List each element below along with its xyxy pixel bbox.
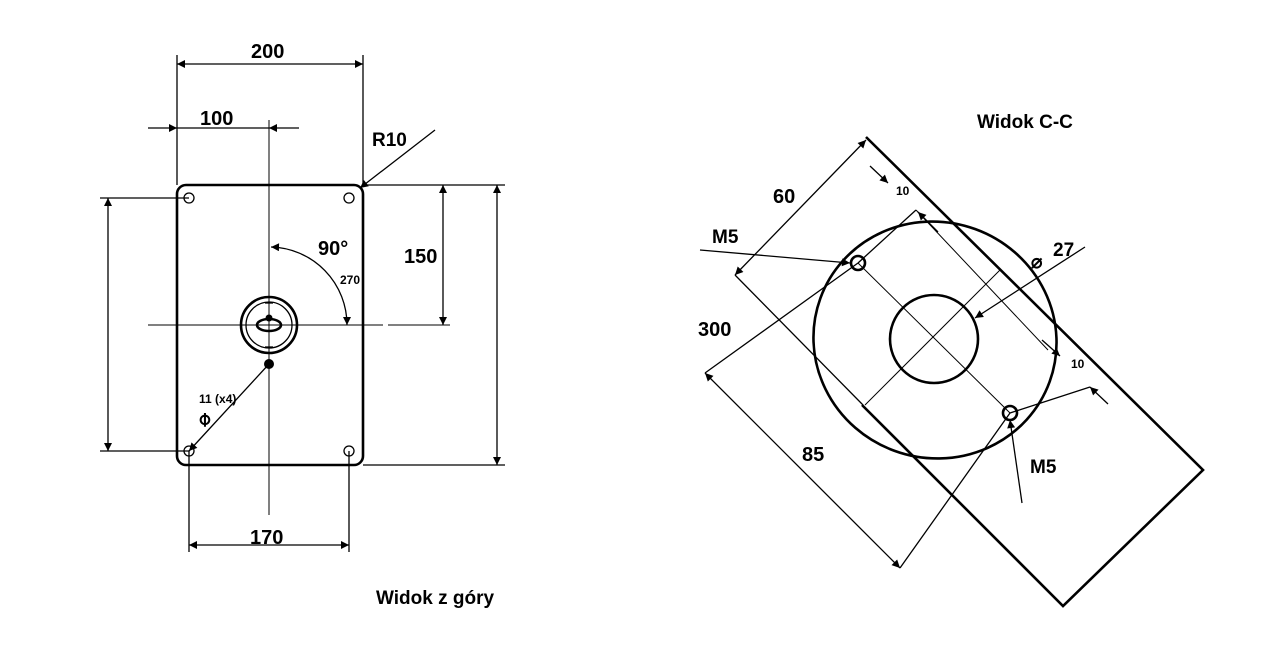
angle-arc (270, 243, 351, 326)
dia27-label: 27 (1053, 240, 1074, 261)
angle-270-label: 270 (340, 273, 360, 287)
hole-leader (188, 363, 270, 452)
section-inner-circle (888, 293, 980, 385)
m5-top-leader (699, 249, 851, 267)
ext-10-right (1009, 386, 1091, 414)
dia27-symbol: ⌀ (1031, 252, 1043, 273)
dim-line-10-right-b (1089, 386, 1109, 405)
dim-line-10-top-a (869, 165, 889, 184)
dim-10-top-label: 10 (896, 184, 910, 198)
boss-outer (239, 295, 299, 355)
dim-170-label: 170 (250, 527, 283, 549)
dia27-leader (974, 246, 1086, 319)
dim-60-label: 60 (773, 186, 795, 208)
dim-line-60 (734, 139, 867, 276)
dim-line-10-right-a (1041, 339, 1061, 357)
top-view: 200 100 R10 150 90° 270 (100, 41, 505, 609)
dim-150-label: 150 (404, 246, 437, 268)
ext-10-top (857, 209, 917, 264)
dim-line-85 (704, 372, 901, 569)
ext-85-a (704, 262, 859, 374)
section-axis-3 (857, 262, 1011, 414)
section-axis-1 (915, 209, 1049, 351)
section-view-title: Widok C-C (977, 112, 1073, 133)
r10-leader (359, 129, 436, 189)
hole-label: 11 (x4) (199, 392, 236, 406)
boss-inner (245, 301, 293, 349)
section-view: Widok C-C M5 M5 ⌀ 27 60 10 (698, 112, 1205, 608)
m5-bottom-leader (1007, 419, 1023, 504)
hole-diameter-symbol: ⌀ (193, 407, 216, 430)
ext-60-a (734, 274, 864, 406)
ext-85-b (899, 412, 1011, 569)
dim-200-label: 200 (251, 41, 284, 63)
dim-300-label: 300 (698, 319, 731, 341)
boss-center-dot (265, 314, 273, 322)
r10-label: R10 (372, 130, 407, 151)
section-plate-edge-upper (861, 136, 1205, 608)
top-view-title: Widok z góry (376, 588, 494, 609)
angle-90-label: 90° (318, 238, 348, 260)
dim-85-label: 85 (802, 444, 824, 466)
dim-10-right-label: 10 (1071, 357, 1085, 371)
hole-top-right (343, 192, 355, 204)
m5-bottom-label: M5 (1030, 457, 1057, 478)
dim-line-10-top-b (917, 211, 939, 233)
m5-top-label: M5 (712, 227, 739, 248)
section-ellipse (812, 220, 1058, 460)
dim-100-label: 100 (200, 108, 233, 130)
